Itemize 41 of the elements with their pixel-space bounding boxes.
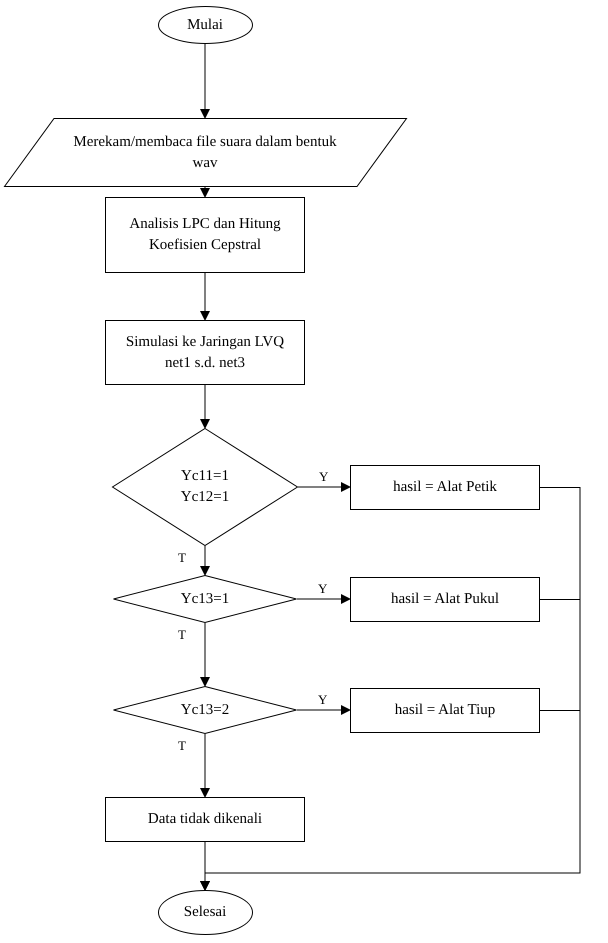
node-label: Analisis LPC dan Hitung Koefisien Cepstral xyxy=(128,215,282,255)
process-box xyxy=(105,197,305,273)
arrow xyxy=(296,705,351,715)
node-label: hasil = Alat Tiup xyxy=(394,701,496,720)
edge-label: Y xyxy=(317,693,328,706)
node-label: Selesai xyxy=(182,903,228,922)
node-label: Simulasi ke Jaringan LVQ net1 s.d. net3 xyxy=(124,332,286,372)
arrow xyxy=(200,44,210,119)
process-box xyxy=(350,577,540,622)
edge-label: Y xyxy=(317,582,328,595)
input-output-parallelogram xyxy=(4,118,406,187)
process-box xyxy=(105,797,305,842)
edge-label: T xyxy=(177,739,187,752)
node-label: Data tidak dikenali xyxy=(146,810,264,829)
arrow xyxy=(200,272,210,321)
decision-diamond xyxy=(113,575,297,623)
node-label: hasil = Alat Petik xyxy=(392,478,498,497)
node-label: Merekam/membaca file suara dalam bentuk wav xyxy=(72,132,338,172)
arrow xyxy=(298,482,351,492)
node-label: Yc11=1 Yc12=1 xyxy=(180,467,230,507)
edge-label: Y xyxy=(318,470,330,483)
node-label: Mulai xyxy=(186,16,224,34)
node-label: Yc13=1 xyxy=(180,590,230,608)
decision-diamond xyxy=(112,428,298,546)
arrow xyxy=(200,546,210,576)
arrow xyxy=(200,710,580,891)
decision-diamond xyxy=(113,686,297,734)
arrow xyxy=(200,622,210,687)
edge-label: T xyxy=(177,628,187,641)
terminator-oval xyxy=(158,890,252,935)
process-box xyxy=(350,688,540,733)
terminator-oval xyxy=(158,6,252,44)
node-label: hasil = Alat Pukul xyxy=(390,590,500,609)
arrow xyxy=(200,384,210,429)
arrow xyxy=(200,186,210,198)
edge-label: T xyxy=(177,551,187,564)
arrow xyxy=(296,594,351,604)
arrow xyxy=(200,734,210,798)
node-label: Yc13=2 xyxy=(180,700,230,720)
process-box xyxy=(105,320,305,385)
process-box xyxy=(350,465,540,510)
